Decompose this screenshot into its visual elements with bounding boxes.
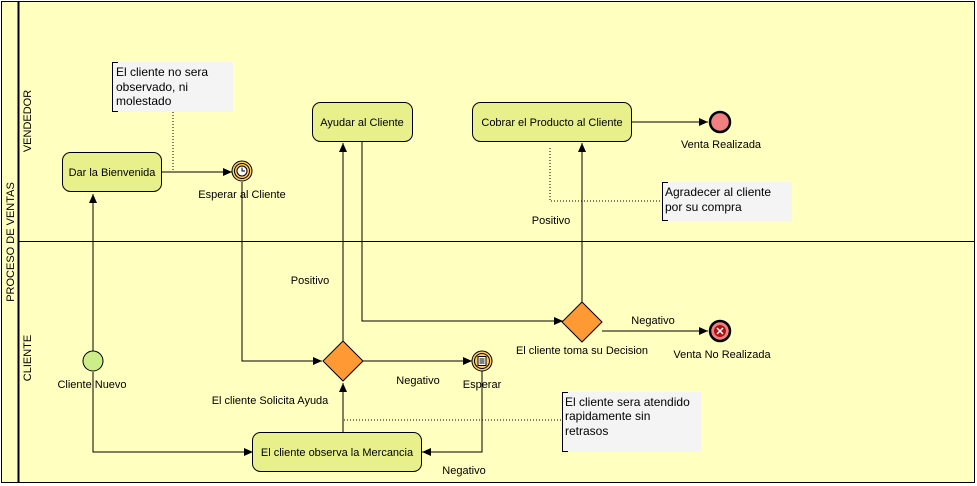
message-event-esperar[interactable] bbox=[471, 350, 493, 372]
task-label: Cobrar el Producto al Cliente bbox=[481, 117, 622, 129]
flow-esperar2-to-observa bbox=[422, 371, 483, 456]
task-label: El cliente observa la Mercancia bbox=[261, 447, 414, 459]
note-agradecer: Agradecer al cliente por su compra bbox=[662, 182, 792, 221]
note-line: retrasos bbox=[565, 424, 608, 438]
clock-hands bbox=[241, 167, 245, 172]
flow-ayudar-to-decision bbox=[361, 142, 563, 325]
gateway-toma-decision[interactable] bbox=[561, 301, 603, 343]
flow-label-positivo-ayudar: Positivo bbox=[291, 275, 330, 287]
note-line: El cliente no sera bbox=[116, 65, 208, 79]
label-venta-no-realizada: Venta No Realizada bbox=[673, 349, 771, 361]
note-atendido: El cliente sera atendido rapidamente sin… bbox=[562, 392, 701, 452]
flow-cliente-nuevo-to-observa bbox=[92, 372, 253, 456]
task-dar-bienvenida[interactable]: Dar la Bienvenida bbox=[62, 152, 162, 192]
note-line: molestado bbox=[116, 94, 172, 108]
note-line: El cliente sera atendido bbox=[565, 395, 690, 409]
note-line: rapidamente sin bbox=[565, 409, 650, 423]
flow-label-positivo-cobrar: Positivo bbox=[532, 215, 571, 227]
note-line: por su compra bbox=[665, 200, 742, 214]
label-esperar: Esperar bbox=[463, 379, 502, 391]
label-solicita-ayuda: El cliente Solicita Ayuda bbox=[212, 395, 329, 407]
label-venta-realizada: Venta Realizada bbox=[681, 139, 762, 151]
label-toma-decision: El cliente toma su Decision bbox=[516, 345, 648, 357]
flow-label-negativo-decision: Negativo bbox=[631, 315, 674, 327]
pool-title: PROCESO DE VENTAS bbox=[5, 182, 17, 302]
lane-label-cliente: CLIENTE bbox=[22, 335, 34, 381]
note-observado: El cliente no sera observado, ni molesta… bbox=[112, 62, 233, 112]
end-event-venta-no-realizada[interactable] bbox=[708, 319, 732, 343]
associations bbox=[172, 112, 662, 421]
gateway-solicita-ayuda[interactable] bbox=[322, 340, 364, 382]
start-event-cliente-nuevo[interactable] bbox=[82, 350, 104, 372]
task-observa-mercancia[interactable]: El cliente observa la Mercancia bbox=[252, 432, 422, 472]
task-ayudar-cliente[interactable]: Ayudar al Cliente bbox=[312, 102, 413, 142]
flow-label-negativo-esperar: Negativo bbox=[396, 375, 439, 387]
end-event-venta-realizada[interactable] bbox=[708, 110, 732, 134]
label-cliente-nuevo: Cliente Nuevo bbox=[57, 379, 126, 391]
note-line: observado, ni bbox=[116, 80, 188, 94]
label-esperar-cliente: Esperar al Cliente bbox=[198, 189, 285, 201]
note-line: Agradecer al cliente bbox=[665, 185, 771, 199]
timer-event-esperar-cliente[interactable] bbox=[231, 160, 253, 182]
lane-label-vendedor: VENDEDOR bbox=[22, 90, 34, 152]
task-cobrar-producto[interactable]: Cobrar el Producto al Cliente bbox=[472, 102, 632, 142]
flow-label-negativo-observa: Negativo bbox=[442, 465, 485, 477]
task-label: Dar la Bienvenida bbox=[69, 167, 157, 179]
flow-esperar-to-gateway bbox=[241, 182, 322, 365]
task-label: Ayudar al Cliente bbox=[320, 117, 404, 129]
sequence-flows bbox=[89, 118, 708, 456]
